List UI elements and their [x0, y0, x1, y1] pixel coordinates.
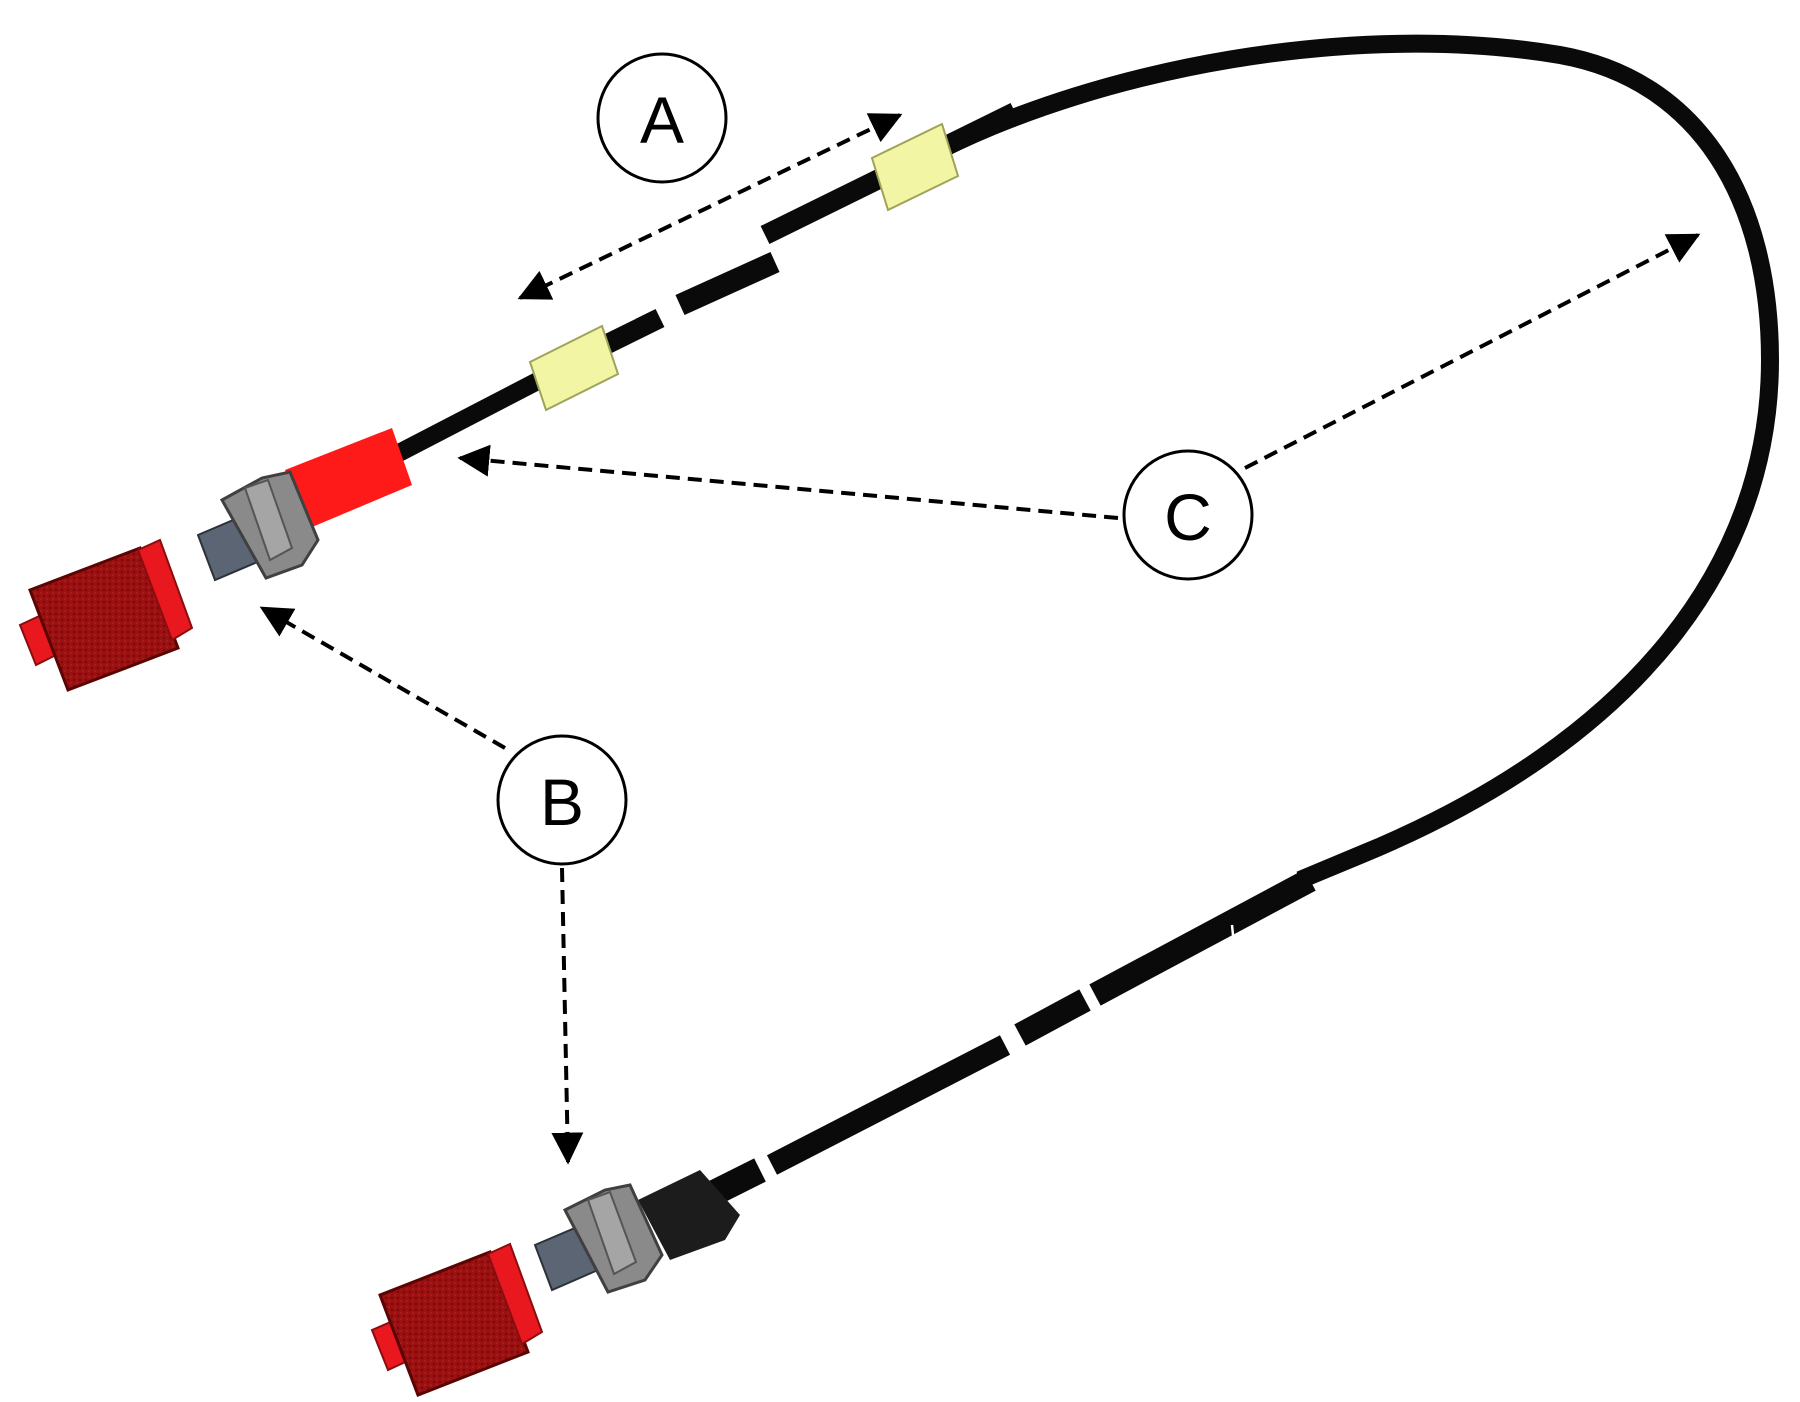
cable-lower-segment-3: [766, 1035, 1011, 1175]
dashed-arrow-icon: [457, 444, 1119, 520]
cable-upper-segment-4: [390, 364, 560, 463]
callout-label-b: B: [540, 765, 584, 839]
cable-lower-segment-1: [1089, 869, 1316, 1006]
dashed-arrow-icon: [517, 113, 903, 300]
dust-cap-body: [28, 546, 180, 692]
callout-b: B: [496, 734, 628, 866]
callout-label-a: A: [640, 83, 684, 157]
red-sleeve: [285, 428, 412, 530]
connector-nut-face: [243, 478, 294, 562]
cable-tick-mark: [1230, 924, 1243, 947]
dust-cap-body: [378, 1250, 530, 1397]
lower-connector: [370, 1170, 740, 1397]
dust-cap-icon: [370, 1242, 544, 1397]
cable-lower-segment-2: [1014, 989, 1091, 1046]
marker-band-icon: [870, 122, 960, 212]
upper-connector: [18, 470, 320, 692]
arrows: [259, 113, 1701, 1165]
cable-upper-segment-2: [675, 251, 780, 316]
callout-circle: [496, 734, 628, 866]
connector-icon: [533, 1183, 664, 1294]
dashed-arrow-icon: [551, 867, 584, 1165]
callout-c: C: [1122, 449, 1254, 581]
cable: [390, 34, 1780, 1212]
callout-label-c: C: [1164, 480, 1212, 554]
dust-cap-rim: [486, 1242, 544, 1346]
cable-loop: [935, 34, 1780, 889]
dashed-arrow-icon: [259, 606, 506, 750]
callout-a: A: [596, 52, 728, 184]
connector-boot: [638, 1170, 740, 1260]
connector-icon: [196, 470, 320, 582]
callout-circle: [596, 52, 728, 184]
callout-circle: [1122, 449, 1254, 581]
dust-cap-icon: [18, 538, 194, 692]
dashed-arrow-icon: [1244, 233, 1701, 470]
marker-band-icon: [528, 324, 620, 412]
dust-cap-rim: [136, 538, 194, 642]
connector-nut-face: [586, 1190, 638, 1276]
marker-band-upper: [870, 122, 960, 212]
marker-band-lower: [528, 324, 620, 412]
